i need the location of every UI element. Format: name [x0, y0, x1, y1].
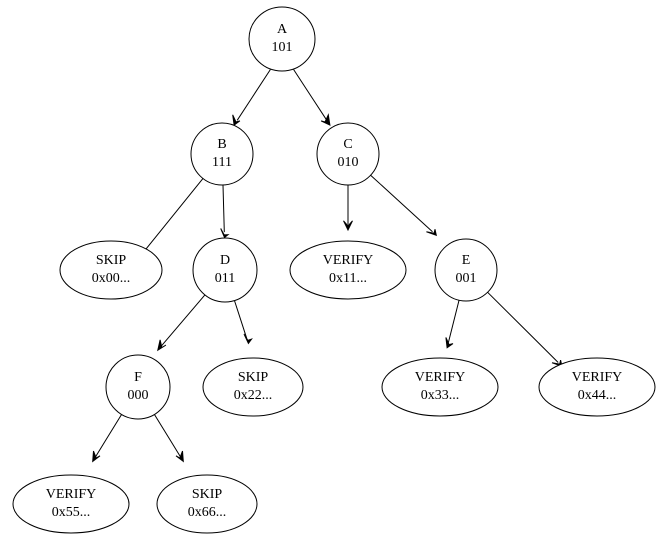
node-f[interactable]: F 000 [105, 354, 171, 420]
node-outline [289, 240, 407, 300]
node-outline [105, 354, 171, 420]
node-outline [192, 237, 258, 303]
edge-line [95, 412, 123, 458]
edge-line [487, 291, 559, 363]
node-verify1[interactable]: VERIFY 0x11... [289, 240, 407, 300]
node-label-primary: D [220, 253, 230, 268]
node-label-primary: VERIFY [46, 487, 97, 502]
node-label-primary: A [277, 22, 288, 37]
node-label-primary: VERIFY [415, 370, 466, 385]
node-label-primary: SKIP [192, 487, 223, 502]
edge-f-to-skip6 [153, 412, 184, 463]
arrowhead-icon [320, 113, 331, 126]
edge-d-to-skip2 [233, 300, 253, 345]
arrowhead-icon [445, 337, 454, 349]
node-outline [381, 357, 499, 417]
node-outline [316, 122, 380, 186]
arrowhead-icon [175, 450, 184, 463]
node-outline [434, 238, 498, 302]
node-skip6[interactable]: SKIP 0x66... [156, 474, 258, 534]
node-label-secondary: 0x55... [52, 505, 91, 520]
node-outline [538, 357, 656, 417]
node-verify3[interactable]: VERIFY 0x33... [381, 357, 499, 417]
node-label-secondary: 101 [272, 40, 293, 55]
node-label-secondary: 000 [128, 388, 149, 403]
node-outline [59, 240, 163, 300]
edge-line [153, 412, 181, 458]
edge-f-to-verify5 [92, 412, 123, 463]
node-label-secondary: 0x66... [188, 505, 227, 520]
node-a[interactable]: A 101 [248, 6, 316, 72]
node-label-primary: F [134, 370, 142, 385]
edges-layer [92, 69, 563, 463]
node-label-secondary: 0x22... [234, 388, 273, 403]
arrowhead-icon [426, 229, 437, 237]
node-outline [248, 6, 316, 72]
arrowhead-icon [92, 450, 101, 463]
node-label-primary: C [343, 137, 352, 152]
edge-line [222, 185, 225, 233]
edge-a-to-b [232, 69, 271, 126]
edge-c-to-verify1 [343, 185, 353, 232]
node-label-secondary: 111 [212, 155, 232, 170]
node-label-primary: VERIFY [323, 253, 374, 268]
node-b[interactable]: B 111 [190, 122, 254, 186]
node-label-primary: E [462, 253, 471, 268]
nodes-layer: A101B111C010SKIP0x00...D011VERIFY0x11...… [12, 6, 656, 534]
arrowhead-icon [343, 220, 353, 232]
arrowhead-icon [232, 114, 241, 126]
edge-c-to-e [370, 174, 437, 237]
arrowhead-icon [243, 333, 253, 345]
edge-b-to-d [220, 185, 230, 239]
arrowhead-icon [157, 339, 167, 352]
node-skip0[interactable]: SKIP 0x00... [59, 240, 163, 300]
node-outline [190, 122, 254, 186]
edge-d-to-f [157, 294, 206, 352]
arrowhead-icon [220, 228, 230, 239]
node-label-secondary: 010 [338, 155, 359, 170]
node-verify4[interactable]: VERIFY 0x44... [538, 357, 656, 417]
node-skip2[interactable]: SKIP 0x22... [202, 357, 304, 417]
node-outline [12, 474, 130, 534]
edge-e-to-verify3 [445, 299, 460, 349]
edge-a-to-c [293, 69, 331, 126]
node-label-secondary: 0x44... [578, 388, 617, 403]
node-outline [202, 357, 304, 417]
node-outline [156, 474, 258, 534]
edge-line [447, 299, 460, 343]
node-label-secondary: 0x11... [329, 271, 367, 286]
node-label-secondary: 0x33... [421, 388, 460, 403]
edge-line [140, 177, 204, 256]
node-label-primary: SKIP [96, 253, 127, 268]
edge-line [236, 69, 271, 121]
node-d[interactable]: D 011 [192, 237, 258, 303]
node-label-secondary: 011 [215, 271, 235, 286]
edge-line [293, 69, 328, 121]
node-label-primary: VERIFY [572, 370, 623, 385]
node-e[interactable]: E 001 [434, 238, 498, 302]
node-label-primary: B [217, 137, 226, 152]
edge-line [233, 300, 248, 339]
edge-line [160, 294, 206, 347]
node-label-secondary: 001 [456, 271, 477, 286]
node-verify5[interactable]: VERIFY 0x55... [12, 474, 130, 534]
node-label-secondary: 0x00... [92, 271, 131, 286]
node-c[interactable]: C 010 [316, 122, 380, 186]
edge-line [370, 174, 433, 233]
node-label-primary: SKIP [238, 370, 269, 385]
